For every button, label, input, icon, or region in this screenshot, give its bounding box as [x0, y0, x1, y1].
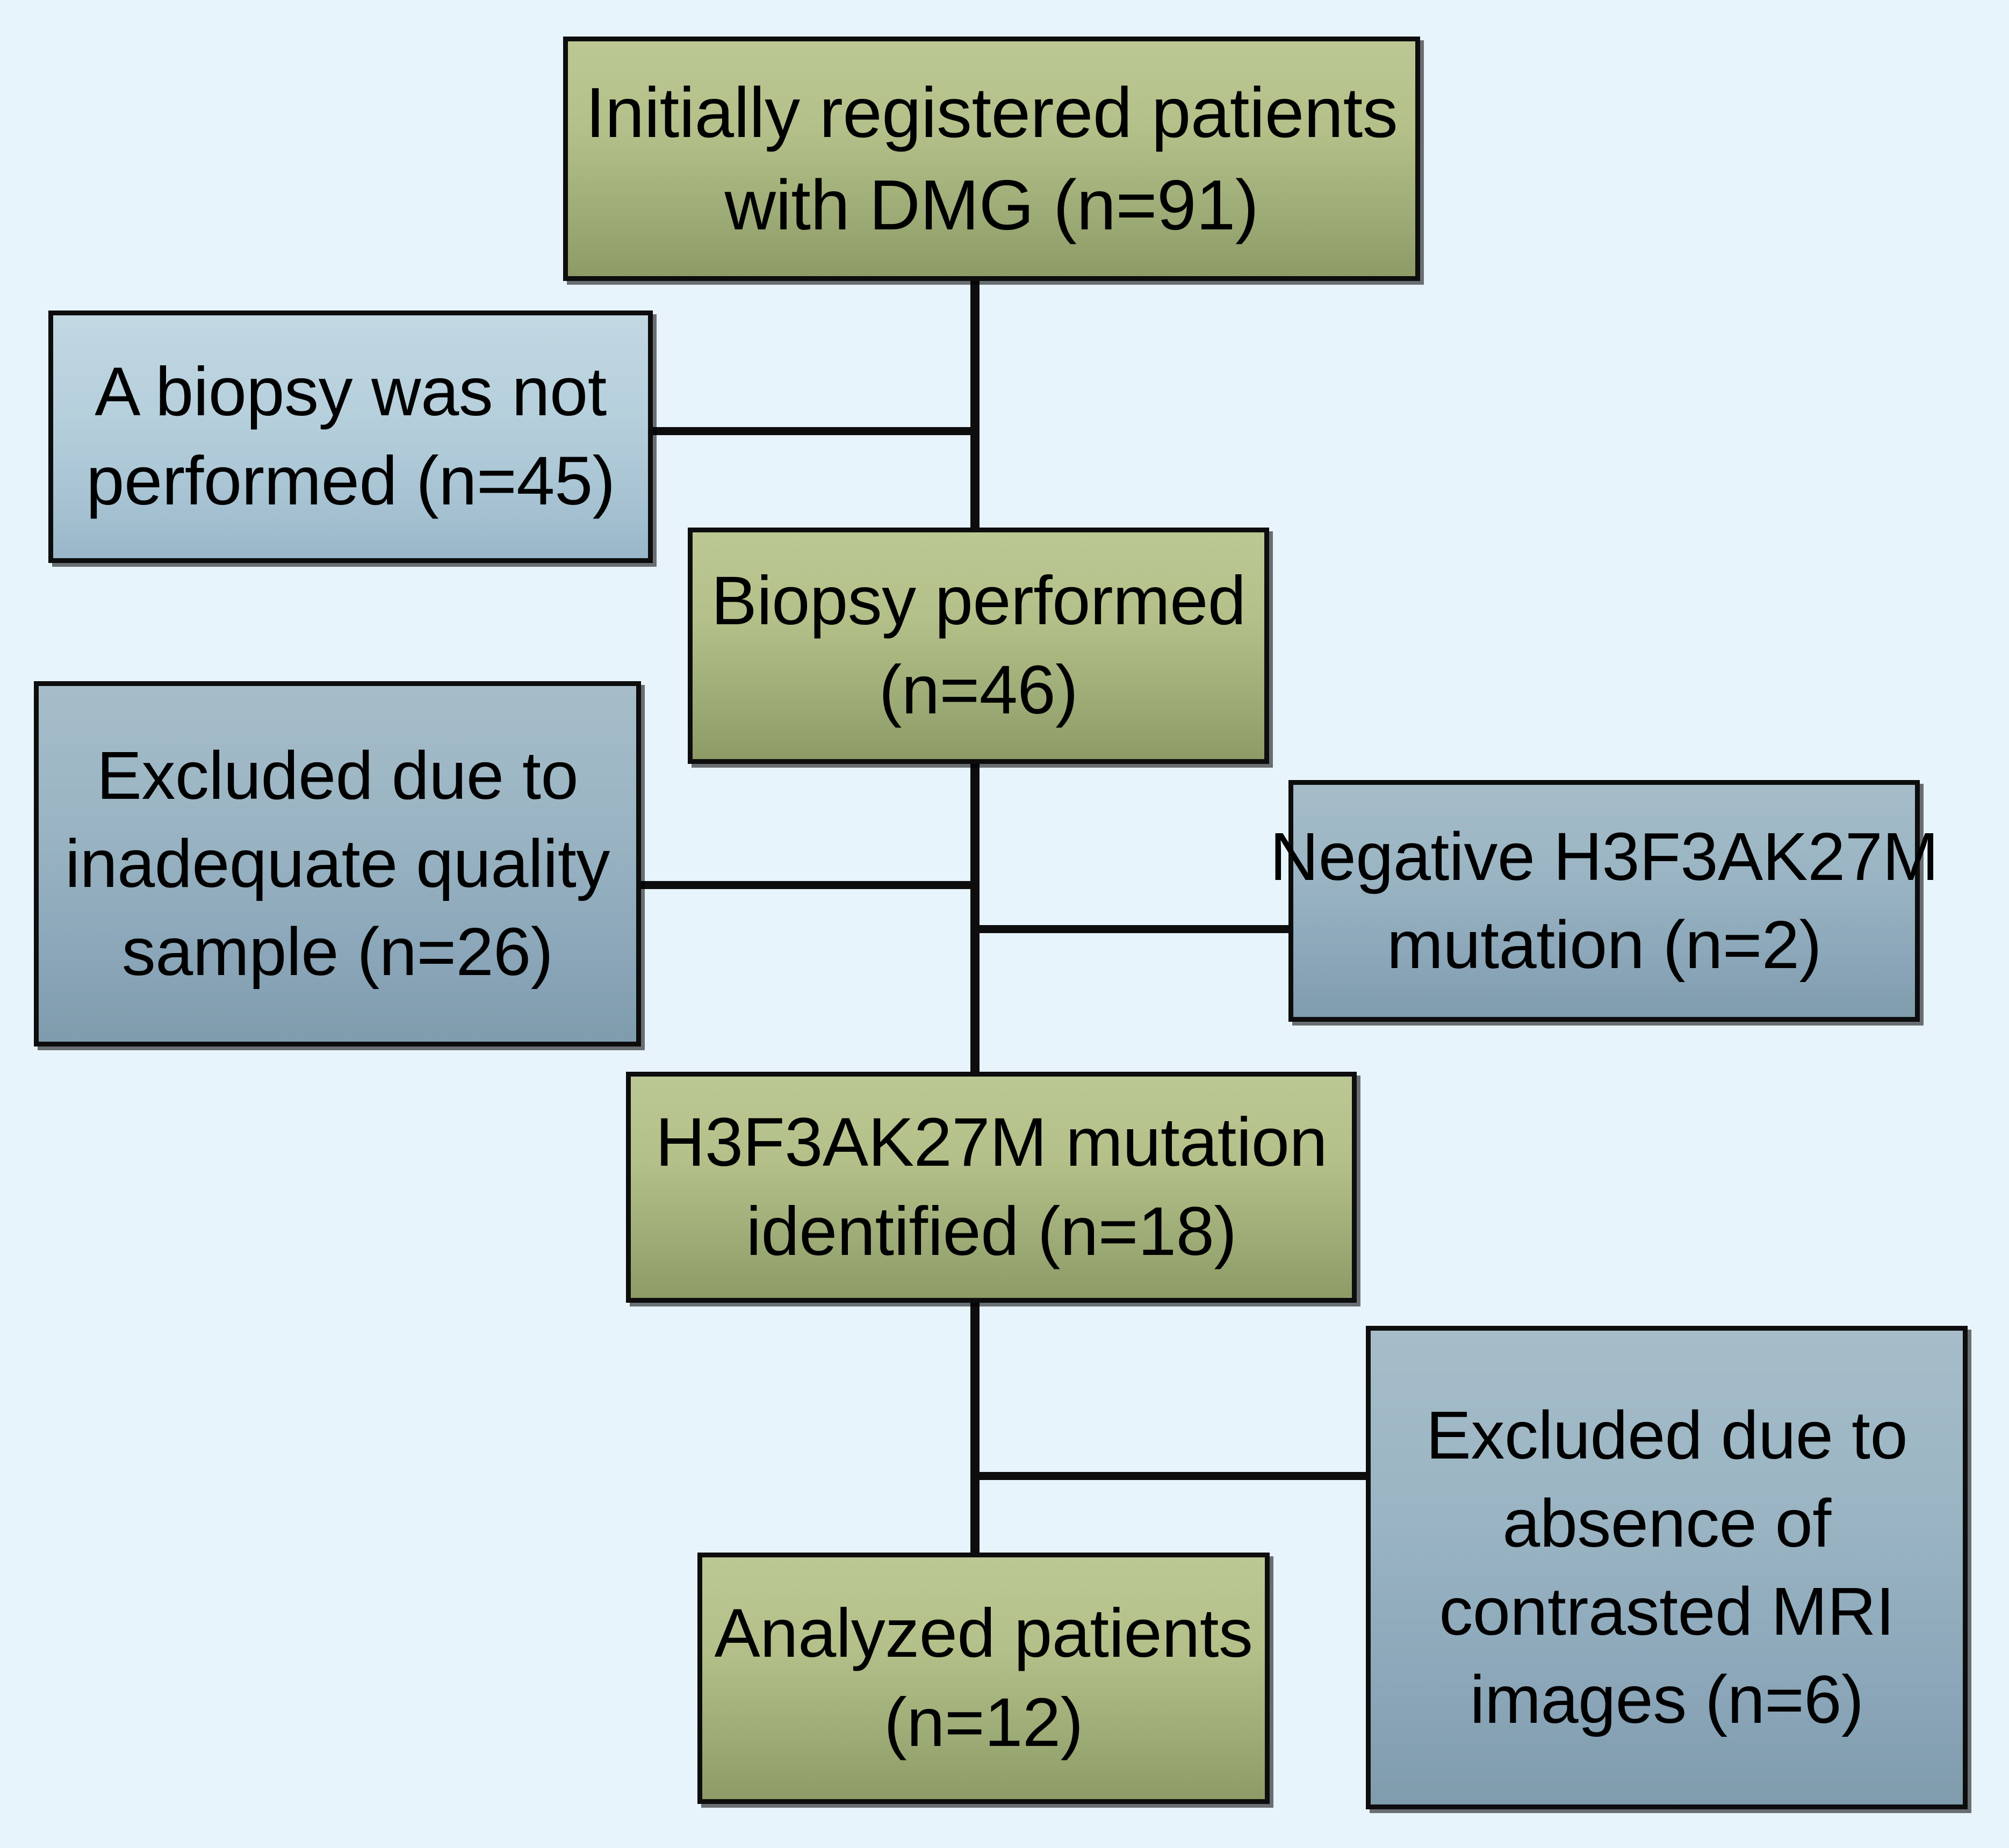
- node-line: Analyzed patients: [714, 1594, 1253, 1672]
- node-line: identified (n=18): [746, 1193, 1237, 1270]
- node-line: Excluded due to: [96, 738, 579, 814]
- node-line: H3F3AK27M mutation: [655, 1103, 1328, 1181]
- node-line: images (n=6): [1470, 1661, 1864, 1737]
- node-excluded-no-mri[interactable]: Excluded due to absence of contrasted MR…: [1366, 1326, 1968, 1809]
- node-analyzed-patients[interactable]: Analyzed patients (n=12): [697, 1553, 1270, 1804]
- node-line: mutation (n=2): [1387, 907, 1821, 983]
- connector-to-excluded-inadequate-sample: [637, 881, 976, 889]
- node-line: Negative H3F3AK27M: [1270, 819, 1939, 895]
- node-line: absence of: [1502, 1485, 1831, 1562]
- node-line: Initially registered patients: [585, 73, 1398, 152]
- node-line: Excluded due to: [1425, 1397, 1908, 1474]
- node-initially-registered-patients[interactable]: Initially registered patients with DMG (…: [563, 37, 1420, 281]
- node-line: (n=12): [884, 1684, 1083, 1761]
- node-mutation-identified[interactable]: H3F3AK27M mutation identified (n=18): [626, 1072, 1357, 1303]
- node-excluded-inadequate-sample[interactable]: Excluded due to inadequate quality sampl…: [34, 681, 641, 1046]
- node-negative-mutation[interactable]: Negative H3F3AK27M mutation (n=2): [1270, 780, 1939, 1022]
- node-line: sample (n=26): [121, 913, 553, 990]
- node-line: A biopsy was not: [95, 353, 607, 430]
- node-line: performed (n=45): [86, 443, 615, 519]
- node-biopsy-performed[interactable]: Biopsy performed (n=46): [688, 528, 1269, 764]
- node-line: contrasted MRI: [1439, 1573, 1895, 1649]
- node-biopsy-not-performed[interactable]: A biopsy was not performed (n=45): [48, 311, 653, 563]
- connector-to-excluded-no-mri: [975, 1472, 1373, 1480]
- node-line: inadequate quality: [65, 826, 610, 902]
- node-line: with DMG (n=91): [724, 165, 1259, 244]
- connector-trunk-vertical: [970, 273, 980, 1557]
- connector-to-biopsy-not-performed: [647, 427, 975, 435]
- node-line: Biopsy performed: [711, 562, 1246, 639]
- connector-to-negative-mutation: [975, 925, 1298, 933]
- node-line: (n=46): [879, 652, 1078, 728]
